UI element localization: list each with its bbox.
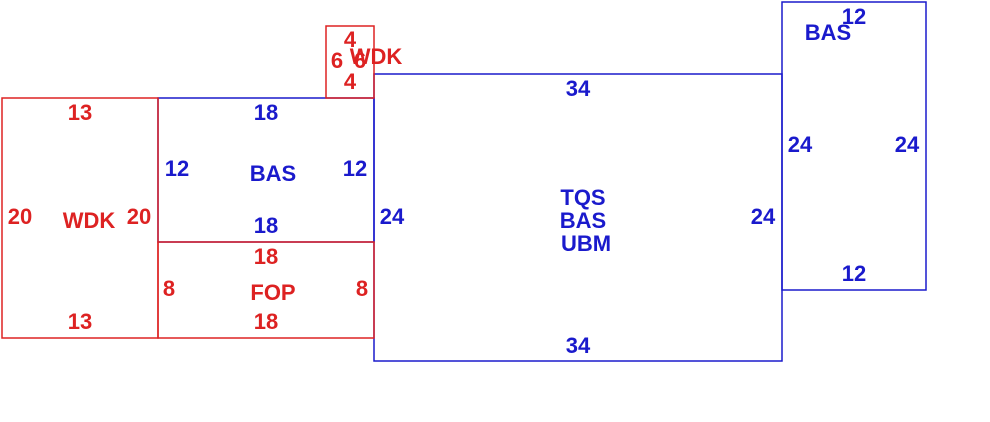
main-area-dim-left: 24 <box>380 204 405 229</box>
left-deck-area: 13 WDK 20 20 13 <box>1 97 159 339</box>
right-wing-code: BAS <box>805 20 851 45</box>
small-deck-dim-left: 6 <box>331 48 343 73</box>
left-deck-dim-left: 20 <box>8 204 32 229</box>
main-area-dim-right: 24 <box>751 204 776 229</box>
main-area-code-2: BAS <box>560 208 606 233</box>
porch-dim-bottom: 18 <box>254 309 278 334</box>
small-deck-area: 4 6 6 WDK 4 <box>325 25 403 99</box>
porch-dim-right: 8 <box>356 276 368 301</box>
left-deck-code: WDK <box>63 208 116 233</box>
left-deck-dim-bottom: 13 <box>68 309 92 334</box>
small-deck-outline <box>325 25 375 99</box>
small-deck-dim-bottom: 4 <box>344 69 357 94</box>
right-wing-dim-bottom: 12 <box>842 261 866 286</box>
porch-code: FOP <box>250 280 295 305</box>
main-area-code-3: UBM <box>561 231 611 256</box>
main-area-dim-top: 34 <box>566 76 591 101</box>
small-deck-code: WDK <box>350 44 403 69</box>
left-bas-dim-top: 18 <box>254 100 278 125</box>
right-wing-dim-top: 12 <box>842 4 866 29</box>
left-deck-dim-right: 20 <box>127 204 151 229</box>
porch-dim-left: 8 <box>163 276 175 301</box>
left-bas-area: 18 BAS 12 12 18 <box>157 97 375 243</box>
right-wing-dim-right: 24 <box>895 132 920 157</box>
left-bas-dim-right: 12 <box>343 156 367 181</box>
right-wing-dim-left: 24 <box>788 132 813 157</box>
left-deck-dim-top: 13 <box>68 100 92 125</box>
right-wing-outline <box>781 1 927 291</box>
porch-dim-top: 18 <box>254 244 278 269</box>
small-deck-dim-right: 6 <box>354 48 366 73</box>
left-bas-dim-left: 12 <box>165 156 189 181</box>
main-area: 34 34 24 24 TQS BAS UBM <box>373 73 783 362</box>
right-wing-area: 12 BAS 24 24 12 <box>781 1 927 291</box>
left-bas-dim-bottom: 18 <box>254 213 278 238</box>
main-area-dim-bottom: 34 <box>566 333 591 358</box>
small-deck-dim-top: 4 <box>344 27 357 52</box>
porch-area: 18 FOP 8 8 18 <box>157 241 375 339</box>
main-area-code-1: TQS <box>560 185 605 210</box>
left-bas-code: BAS <box>250 161 296 186</box>
left-deck-outline <box>1 97 159 339</box>
